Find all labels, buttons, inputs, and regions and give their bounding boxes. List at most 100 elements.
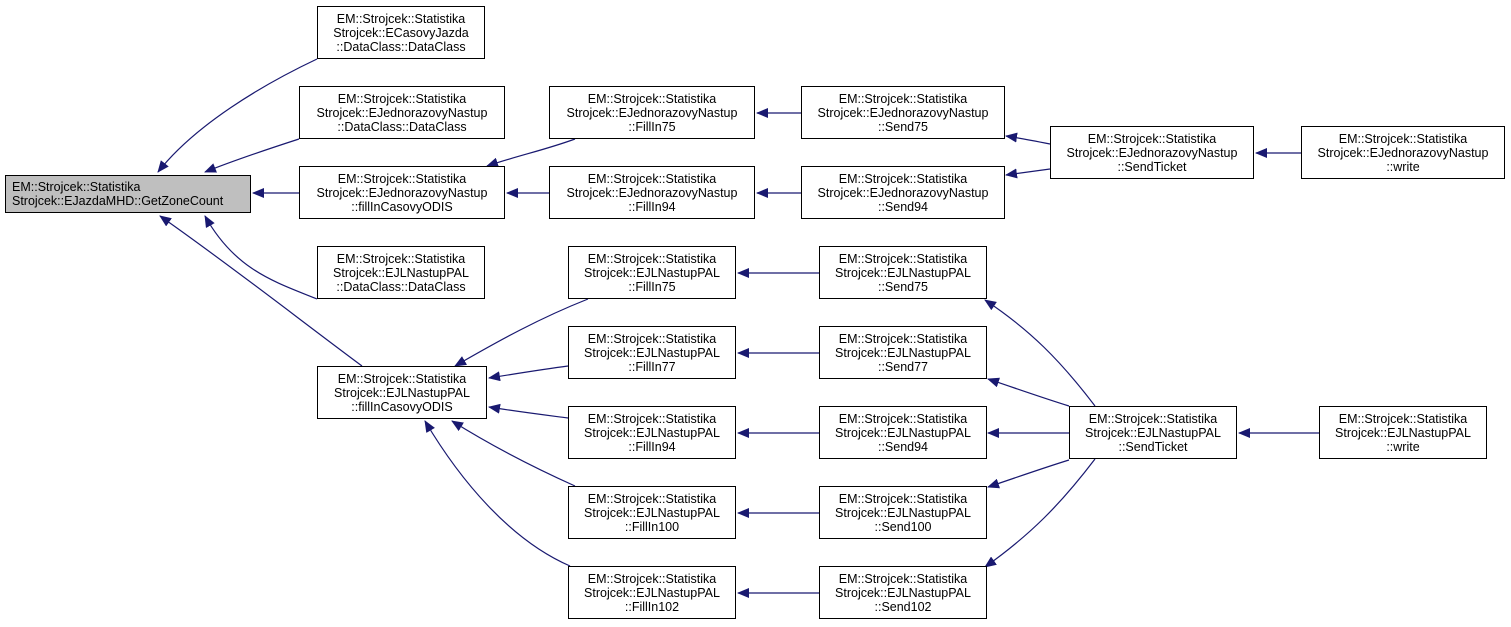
node-label-line: ::FillIn100	[624, 519, 680, 534]
node-label-line: EM::Strojcek::Statistika	[587, 411, 717, 426]
node-label-line: Strojcek::EJednorazovyNastup	[1317, 145, 1489, 160]
node-label-line: EM::Strojcek::Statistika	[838, 331, 968, 346]
node-label-line: EM::Strojcek::Statistika	[587, 331, 717, 346]
node-label-line: EM::Strojcek::Statistika	[587, 251, 717, 266]
node-label-line: EM::Strojcek::Statistika	[838, 171, 968, 186]
node-label-line: EM::Strojcek::Statistika	[12, 180, 141, 194]
node-label-line: Strojcek::EJazdaMHD::GetZoneCount	[12, 194, 224, 208]
node-label-line: EM::Strojcek::Statistika	[587, 491, 717, 506]
node-label-line: ::DataClass::DataClass	[336, 39, 466, 54]
node-label-line: ::write	[1386, 159, 1420, 174]
node-label-line: Strojcek::EJLNastupPAL	[584, 265, 720, 280]
node-label-line: EM::Strojcek::Statistika	[838, 491, 968, 506]
node-label-line: ::Send100	[874, 519, 932, 534]
node-label-line: Strojcek::EJLNastupPAL	[584, 425, 720, 440]
node-label-line: ::Send102	[874, 599, 932, 614]
node-label-line: Strojcek::EJLNastupPAL	[835, 345, 971, 360]
edge-ejl-fillincasovyodis-to-root	[159, 215, 363, 367]
node-label-line: Strojcek::EJLNastupPAL	[1085, 425, 1221, 440]
node-label-line: Strojcek::EJLNastupPAL	[584, 505, 720, 520]
node-label-line: Strojcek::EJLNastupPAL	[333, 265, 469, 280]
node-label-line: Strojcek::EJednorazovyNastup	[566, 105, 738, 120]
node-label-line: ::Send75	[877, 279, 929, 294]
node-label-line: Strojcek::EJednorazovyNastup	[817, 185, 989, 200]
node-label-line: ::fillInCasovyODIS	[351, 399, 453, 414]
edge-ejl-dataclass-to-root	[204, 215, 318, 300]
node-label-line: ::FillIn75	[628, 119, 676, 134]
node-label-line: EM::Strojcek::Statistika	[587, 91, 717, 106]
node-label-line: Strojcek::EJLNastupPAL	[584, 585, 720, 600]
edge-ejed-dataclass-to-root	[204, 138, 300, 173]
node-label-line: EM::Strojcek::Statistika	[1338, 131, 1468, 146]
node-label-line: ::FillIn102	[624, 599, 680, 614]
edge-ejed-sendticket-to-ejed-send75	[1005, 132, 1051, 145]
edge-ejed-sendticket-to-ejed-send94	[1005, 168, 1051, 179]
node-label-line: Strojcek::EJednorazovyNastup	[1066, 145, 1238, 160]
node-label-line: Strojcek::EJednorazovyNastup	[566, 185, 738, 200]
edge-ejl-fillin77-to-ejl-fillincasovyodis	[488, 365, 569, 382]
edge-ejl-sendticket-to-ejl-send75	[984, 299, 1096, 407]
node-label-line: Strojcek::EJLNastupPAL	[334, 385, 470, 400]
node-label-line: Strojcek::EJLNastupPAL	[1335, 425, 1471, 440]
node-label-line: Strojcek::EJednorazovyNastup	[817, 105, 989, 120]
node-label-line: EM::Strojcek::Statistika	[336, 11, 466, 26]
node-label-line: ::fillInCasovyODIS	[351, 199, 453, 214]
node-label-line: Strojcek::EJednorazovyNastup	[316, 185, 488, 200]
node-label-line: Strojcek::ECasovyJazda	[333, 25, 469, 40]
node-label-line: ::DataClass::DataClass	[336, 279, 466, 294]
edge-ejl-fillin94-to-ejl-fillincasovyodis	[488, 403, 569, 419]
node-label-line: ::SendTicket	[1118, 439, 1188, 454]
node-label-line: ::FillIn94	[628, 199, 676, 214]
node-label-line: Strojcek::EJLNastupPAL	[835, 505, 971, 520]
edge-ejl-fillin100-to-ejl-fillincasovyodis	[451, 420, 576, 487]
node-label-line: Strojcek::EJLNastupPAL	[835, 585, 971, 600]
node-label-line: EM::Strojcek::Statistika	[838, 411, 968, 426]
node-label-line: ::Send77	[877, 359, 929, 374]
node-label-line: ::Send75	[877, 119, 929, 134]
node-label-line: Strojcek::EJLNastupPAL	[584, 345, 720, 360]
edge-ejed-fillin75-to-ejed-fillincasovyodis	[486, 138, 576, 168]
node-label-line: EM::Strojcek::Statistika	[337, 91, 467, 106]
node-label-line: Strojcek::EJednorazovyNastup	[316, 105, 488, 120]
node-label-line: ::DataClass::DataClass	[337, 119, 467, 134]
edge-ejl-sendticket-to-ejl-send102	[984, 458, 1096, 568]
node-label-line: EM::Strojcek::Statistika	[587, 171, 717, 186]
node-label-line: EM::Strojcek::Statistika	[337, 171, 467, 186]
node-label-line: ::Send94	[877, 439, 929, 454]
node-label-line: ::write	[1386, 439, 1420, 454]
node-label-line: EM::Strojcek::Statistika	[337, 371, 467, 386]
node-label-line: EM::Strojcek::Statistika	[1087, 131, 1217, 146]
edge-ejl-fillin75-to-ejl-fillincasovyodis	[454, 298, 589, 367]
node-label-line: ::FillIn77	[628, 359, 676, 374]
edge-ejl-fillin102-to-ejl-fillincasovyodis	[424, 420, 571, 567]
node-label-line: EM::Strojcek::Statistika	[336, 251, 466, 266]
edge-ejl-sendticket-to-ejl-send100	[987, 459, 1070, 489]
node-label-line: Strojcek::EJLNastupPAL	[835, 425, 971, 440]
